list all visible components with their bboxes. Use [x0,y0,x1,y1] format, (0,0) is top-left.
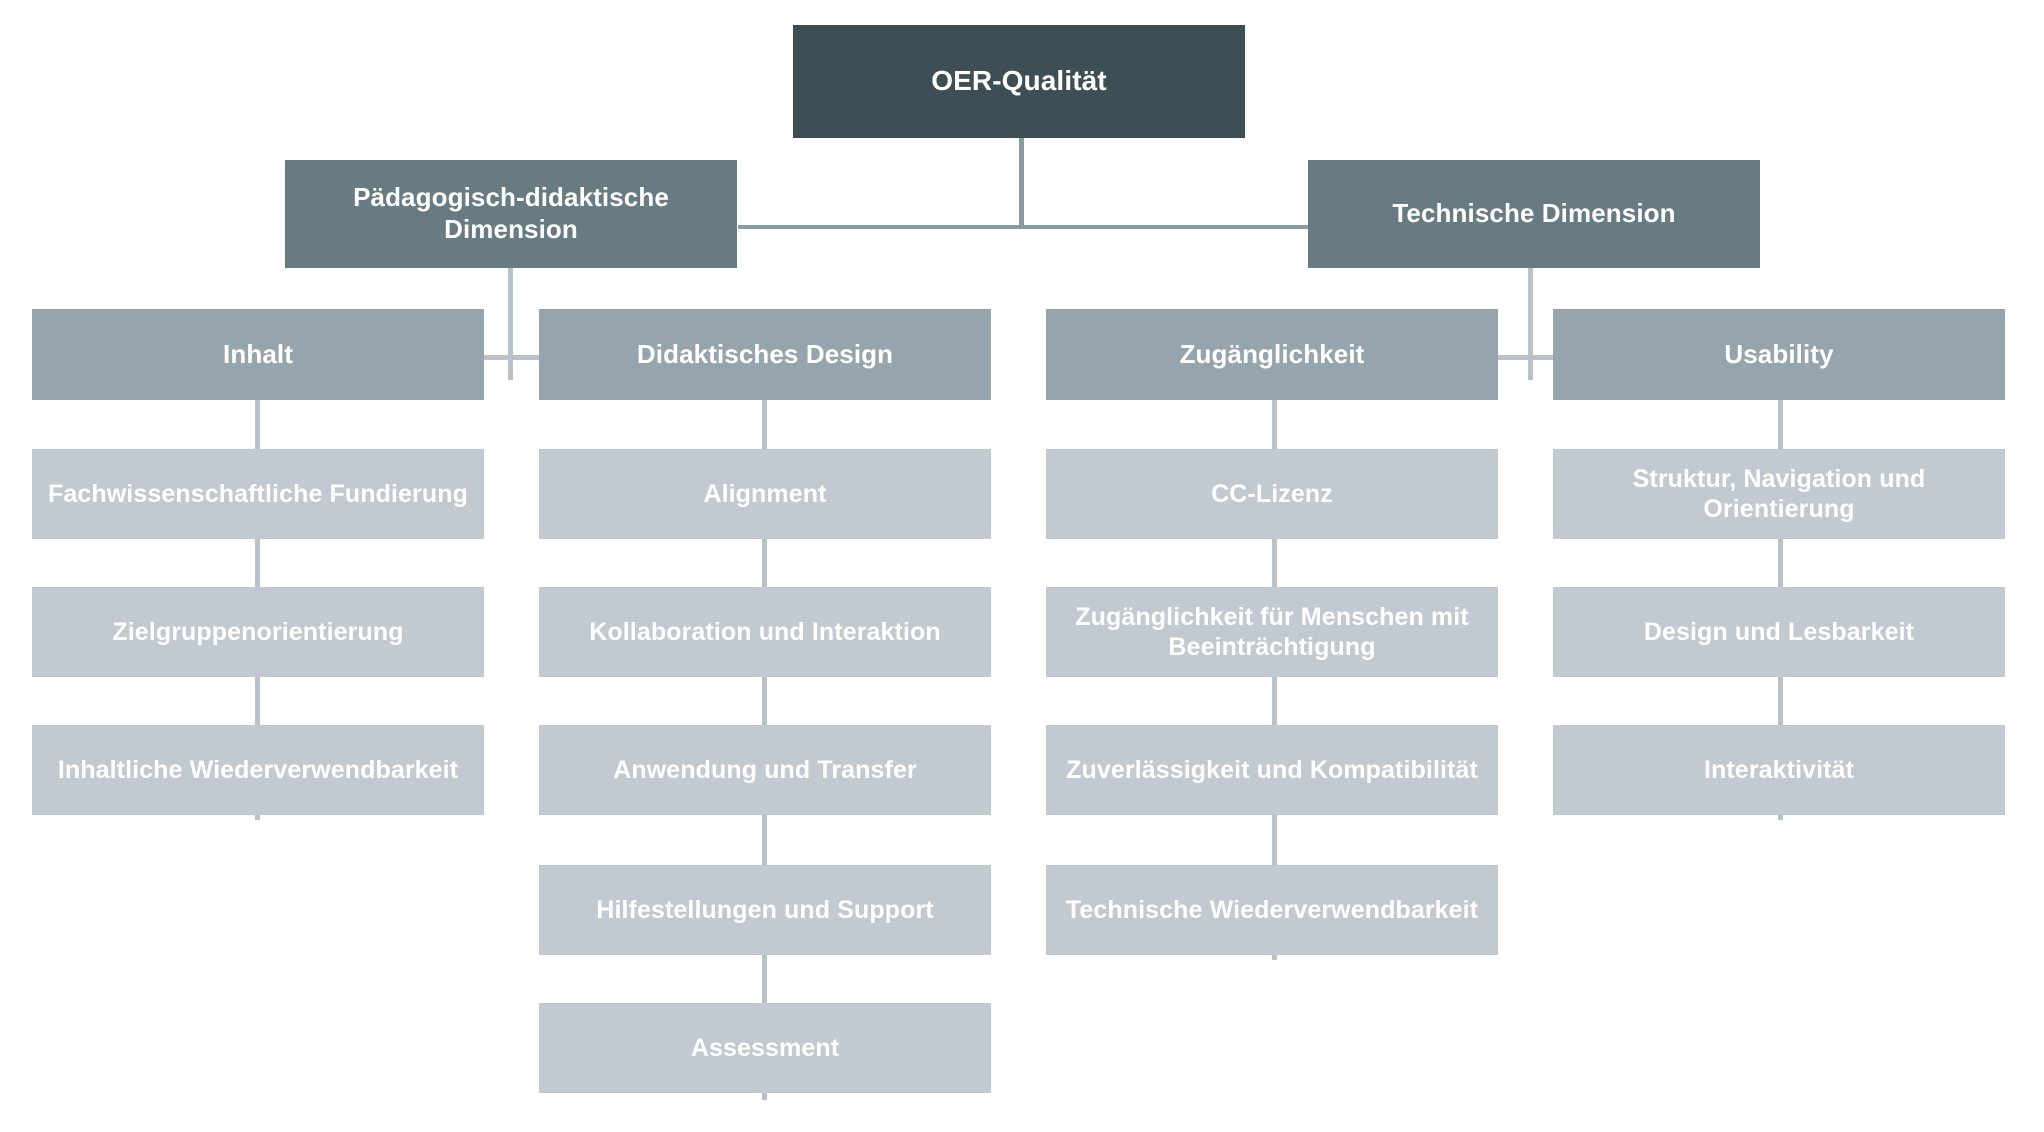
node-leaf-interaktivitaet[interactable]: Interaktivität [1553,725,2005,815]
connector-root-horizontal [738,225,1308,229]
node-label: OER-Qualität [931,65,1107,97]
node-label: Interaktivität [1703,755,1855,784]
node-label: Pädagogisch-didaktische Dimension [353,182,669,244]
node-label: Kollaboration und Interaktion [589,617,941,646]
node-label: CC-Lizenz [1211,479,1333,508]
node-leaf-technische-wiederverwendbarkeit[interactable]: Technische Wiederverwendbarkeit [1046,865,1498,955]
node-leaf-zugaenglichkeit-fuer-menschen-mit-beeintraechtigung[interactable]: Zugänglichkeit für Menschen mit Beeinträ… [1046,587,1498,677]
connector-dim-left-horizontal [258,355,768,360]
node-label: Anwendung und Transfer [613,755,917,784]
node-leaf-cc-lizenz[interactable]: CC-Lizenz [1046,449,1498,539]
node-category-usability[interactable]: Usability [1553,309,2005,400]
node-category-didaktisches-design[interactable]: Didaktisches Design [539,309,991,400]
node-leaf-anwendung-und-transfer[interactable]: Anwendung und Transfer [539,725,991,815]
node-leaf-hilfestellungen-und-support[interactable]: Hilfestellungen und Support [539,865,991,955]
node-label: Fachwissenschaftliche Fundierung [48,479,468,508]
node-label: Zielgruppenorientierung [112,617,404,646]
node-root-oer-qualitaet[interactable]: OER-Qualität [793,25,1245,138]
node-label: Zuverlässigkeit und Kompatibilität [1066,755,1478,784]
node-label: Inhaltliche Wiederverwendbarkeit [57,755,459,784]
node-label: Technische Wiederverwendbarkeit [1065,895,1479,924]
node-label: Inhalt [223,338,293,369]
node-leaf-design-und-lesbarkeit[interactable]: Design und Lesbarkeit [1553,587,2005,677]
node-leaf-assessment[interactable]: Assessment [539,1003,991,1093]
connector-dim-right-stem [1528,268,1533,380]
node-label: Zugänglichkeit für Menschen mit Beeinträ… [1075,602,1469,662]
node-leaf-fachwissenschaftliche-fundierung[interactable]: Fachwissenschaftliche Fundierung [32,449,484,539]
connector-root-stem [1019,138,1024,228]
node-label: Struktur, Navigation und Orientierung [1632,464,1926,524]
node-leaf-inhaltliche-wiederverwendbarkeit[interactable]: Inhaltliche Wiederverwendbarkeit [32,725,484,815]
connector-dim-right-horizontal [1278,355,1788,360]
node-label: Technische Dimension [1392,198,1676,229]
node-label: Alignment [703,479,827,508]
node-category-inhalt[interactable]: Inhalt [32,309,484,400]
node-leaf-zuverlaessigkeit-und-kompatibilitaet[interactable]: Zuverlässigkeit und Kompatibilität [1046,725,1498,815]
connector-column-zugaenglichkeit [1272,400,1277,960]
node-dimension-technisch[interactable]: Technische Dimension [1308,160,1760,268]
node-label: Assessment [690,1033,840,1062]
node-label: Didaktisches Design [636,338,894,369]
node-leaf-alignment[interactable]: Alignment [539,449,991,539]
node-leaf-struktur-navigation-und-orientierung[interactable]: Struktur, Navigation und Orientierung [1553,449,2005,539]
node-label: Design und Lesbarkeit [1643,617,1915,646]
connector-dim-left-stem [508,268,513,380]
node-label: Zugänglichkeit [1179,338,1365,369]
node-dimension-paedagogisch-didaktisch[interactable]: Pädagogisch-didaktische Dimension [285,160,737,268]
node-category-zugaenglichkeit[interactable]: Zugänglichkeit [1046,309,1498,400]
node-leaf-zielgruppenorientierung[interactable]: Zielgruppenorientierung [32,587,484,677]
node-label: Usability [1724,338,1834,369]
node-leaf-kollaboration-und-interaktion[interactable]: Kollaboration und Interaktion [539,587,991,677]
node-label: Hilfestellungen und Support [596,895,934,924]
